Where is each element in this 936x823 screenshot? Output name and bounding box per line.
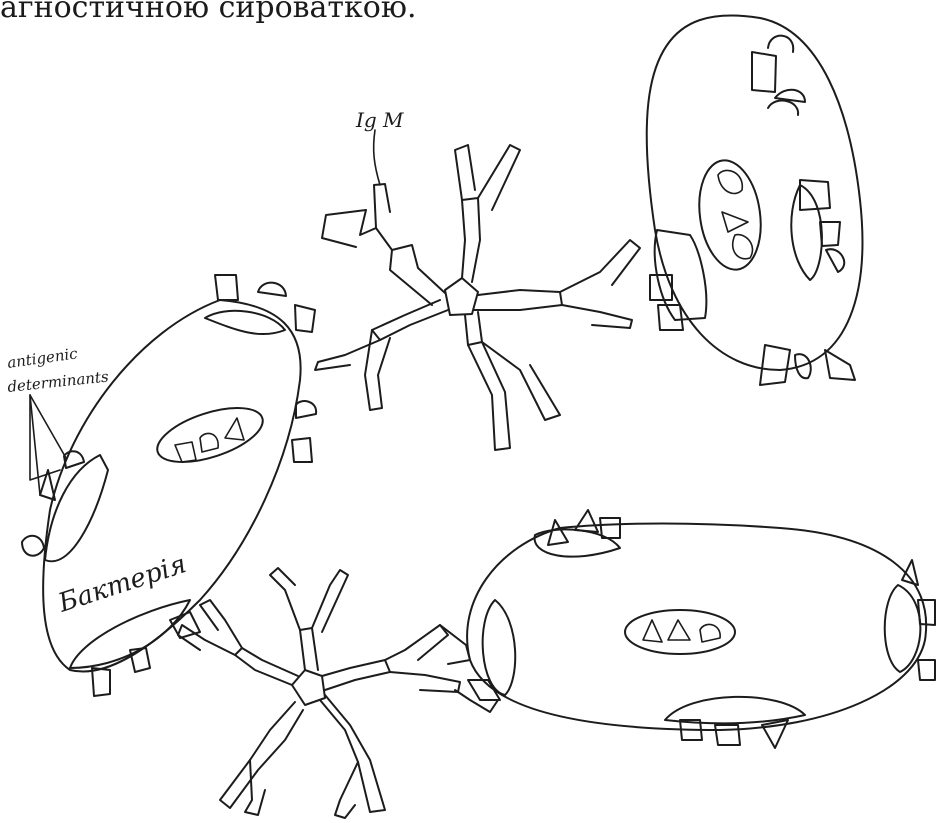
bacterium-top-right [647,16,863,385]
bacterium-bottom-right [467,510,935,748]
antigenic-label-line2: determinants [7,367,110,396]
antigen-cluster [625,610,735,654]
antigen-round [768,36,793,52]
antigen-cluster [151,397,269,473]
antigen-round [768,101,798,115]
bacterium-label: Бактерія [54,549,190,619]
antigenic-label-line1: antigenic [6,344,79,372]
bacterium-left: antigenic determinants Бактерія [6,275,316,696]
igm-top: Ig M [315,108,640,450]
igm-joining-chain [445,278,478,315]
igm-bottom [178,568,498,818]
igm-label: Ig M [355,108,404,132]
antigen-square [752,52,776,92]
igm-pointer-line [374,130,380,185]
